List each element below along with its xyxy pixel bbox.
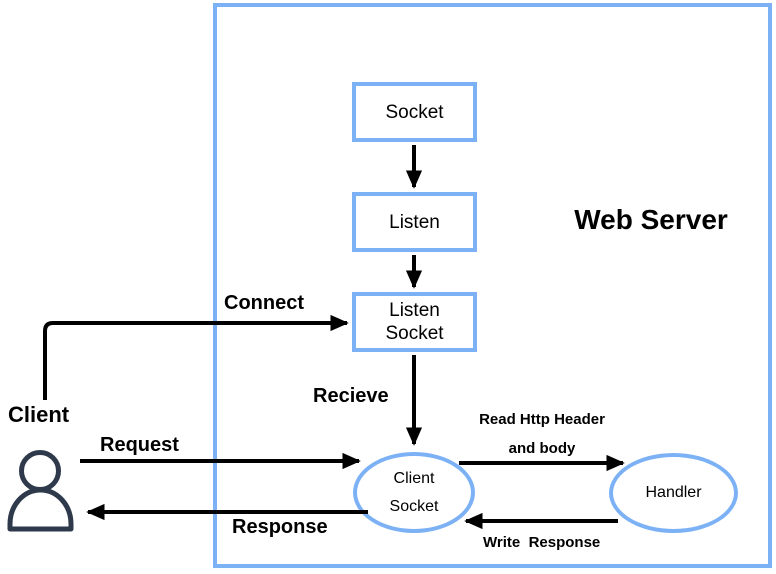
node-socket-label: Socket xyxy=(385,101,444,123)
node-listen-label: Listen xyxy=(389,211,440,233)
web-server-title: Web Server xyxy=(574,204,728,235)
read-http-header-label-line2: and body xyxy=(508,440,576,457)
node-client-socket-label-line2: Socket xyxy=(389,497,439,515)
request-arrow-label: Request xyxy=(100,434,179,456)
client-person-icon xyxy=(7,448,79,534)
read-http-header-label-line1: Read Http Header xyxy=(479,411,605,428)
response-arrow-label: Response xyxy=(232,516,328,538)
connect-arrow-label: Connect xyxy=(224,292,304,314)
node-handler-label: Handler xyxy=(645,484,702,501)
write-response-arrow-label: Write Response xyxy=(483,534,601,551)
node-client-socket-label-line1: Client xyxy=(393,469,435,487)
node-socket: Socket xyxy=(352,82,477,142)
node-listen-socket-label-line1: Listen xyxy=(389,300,440,321)
node-handler: Handler xyxy=(609,453,738,533)
recieve-arrow-label: Recieve xyxy=(313,385,389,407)
client-label: Client xyxy=(8,402,70,427)
read-http-header-arrow-label: Read Http Header and body xyxy=(458,405,626,463)
node-listen: Listen xyxy=(352,192,477,252)
node-client-socket: Client Socket xyxy=(353,452,475,533)
node-listen-socket-label-line2: Socket xyxy=(385,323,444,344)
node-listen-socket: Listen Socket xyxy=(352,292,477,352)
